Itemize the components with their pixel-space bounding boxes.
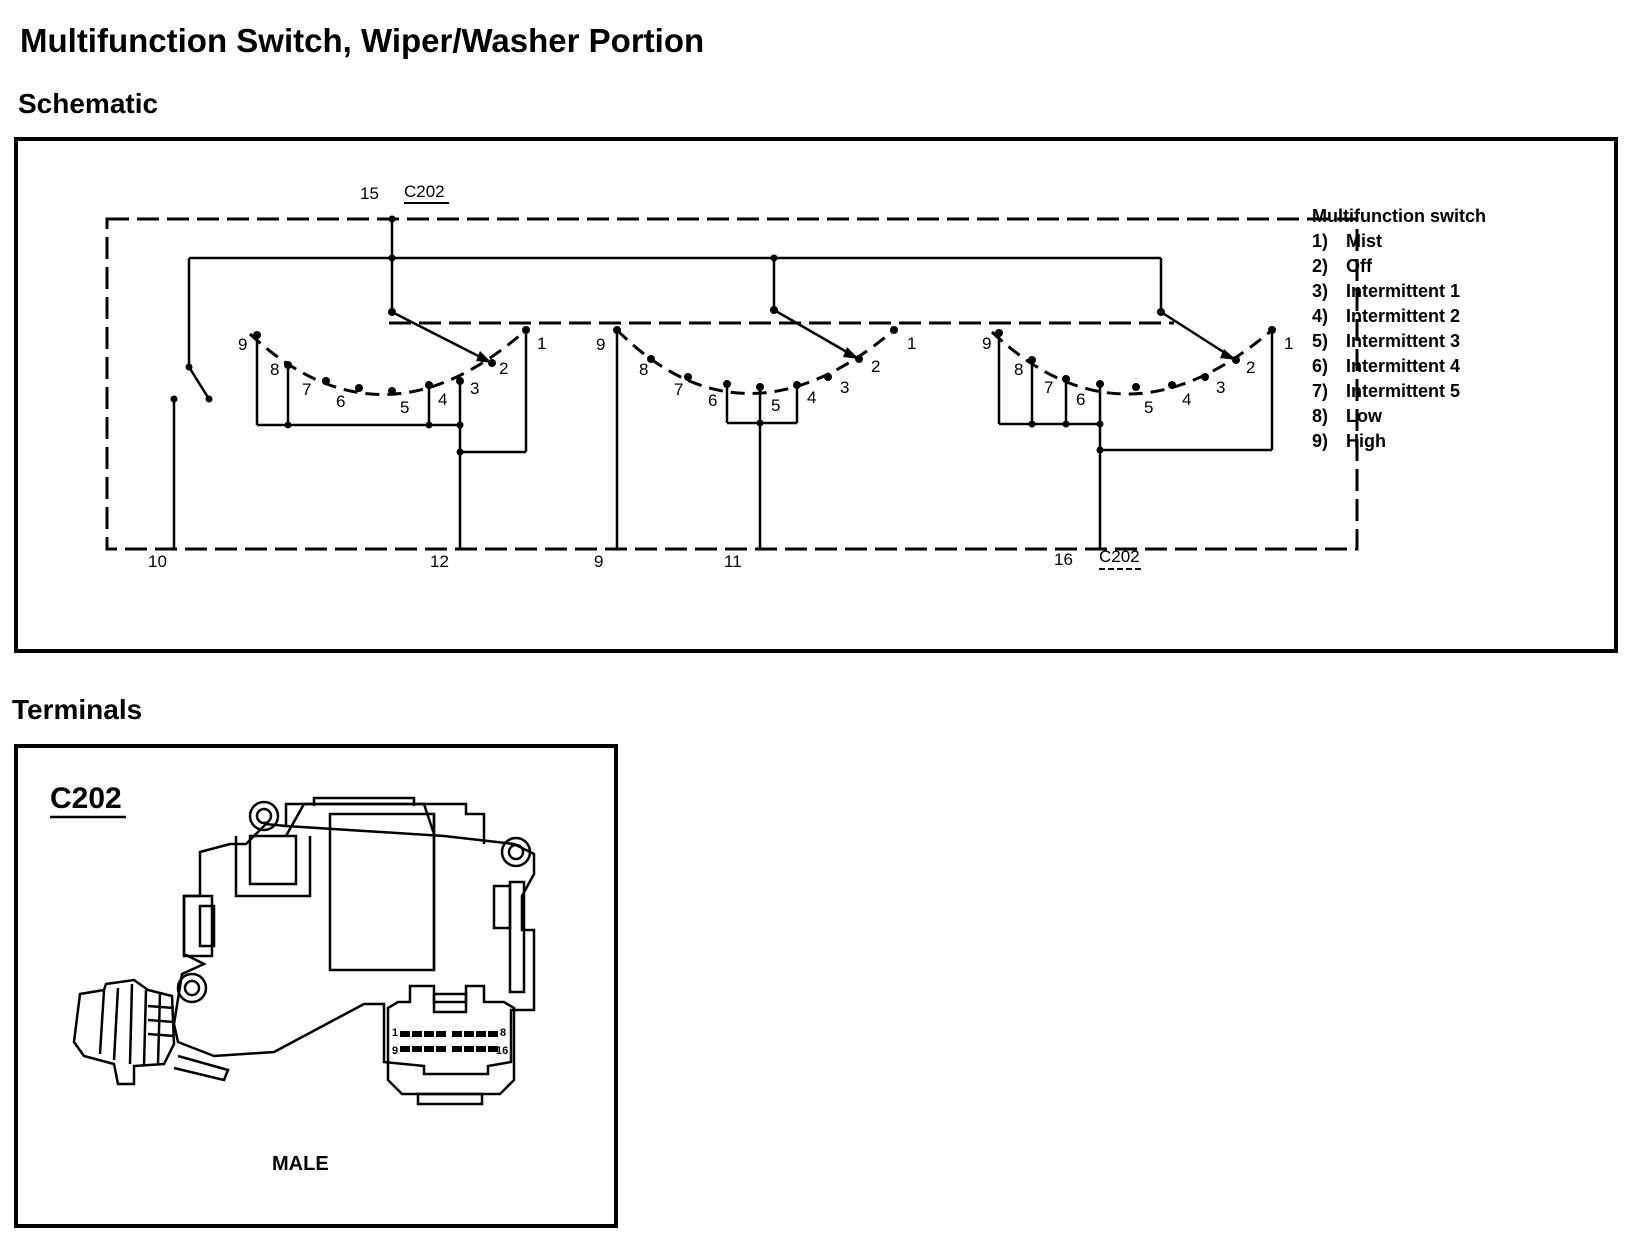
svg-text:4: 4: [438, 390, 447, 409]
pin-12: 12: [430, 552, 449, 571]
svg-text:Intermittent 4: Intermittent 4: [1346, 356, 1460, 376]
svg-text:6: 6: [708, 391, 717, 410]
legend: Multifunction switch 1) Mist 2) Off 3) Inte…: [1312, 206, 1486, 451]
terminals-connector-label: C202: [50, 782, 122, 815]
svg-text:4: 4: [1182, 390, 1191, 409]
svg-text:Intermittent 1: Intermittent 1: [1346, 281, 1460, 301]
svg-text:4): 4): [1312, 306, 1328, 326]
svg-text:2: 2: [871, 357, 880, 376]
terminals-heading: Terminals: [12, 694, 143, 725]
page-title: Multifunction Switch, Wiper/Washer Porti…: [20, 22, 705, 59]
svg-text:8: 8: [270, 360, 279, 379]
terminals-diagram: C202: [14, 744, 618, 1228]
pin-15: 15: [360, 184, 379, 203]
svg-text:7): 7): [1312, 381, 1328, 401]
svg-text:9): 9): [1312, 431, 1328, 451]
pin-16: 16: [1054, 550, 1073, 569]
terminals-frame: [14, 744, 618, 1228]
svg-text:9: 9: [238, 335, 247, 354]
svg-text:7: 7: [302, 380, 311, 399]
svg-text:5: 5: [1144, 398, 1153, 417]
svg-text:5): 5): [1312, 331, 1328, 351]
svg-text:Mist: Mist: [1346, 231, 1382, 251]
svg-text:3): 3): [1312, 281, 1328, 301]
svg-text:1: 1: [537, 334, 546, 353]
svg-text:6: 6: [1076, 390, 1085, 409]
switch-deck-1: 1 2 3 4 5 6 7 8 9: [238, 308, 546, 550]
svg-text:9: 9: [596, 335, 605, 354]
svg-text:1: 1: [392, 1027, 398, 1039]
pin-10: 10: [148, 552, 167, 571]
switch-housing-outline: [105, 217, 1359, 551]
connector-label-top: C202: [404, 182, 445, 201]
svg-text:Off: Off: [1346, 256, 1373, 276]
svg-text:Intermittent 3: Intermittent 3: [1346, 331, 1460, 351]
supply-bus: [172, 219, 1163, 550]
connector-body-drawing: [72, 796, 536, 1106]
switch-deck-3: 1 2 3 4 5 6 7 8 9: [982, 308, 1293, 550]
svg-text:5: 5: [400, 398, 409, 417]
schematic-frame: [14, 137, 1618, 653]
svg-text:Intermittent 5: Intermittent 5: [1346, 381, 1460, 401]
svg-text:1: 1: [1284, 334, 1293, 353]
svg-text:High: High: [1346, 431, 1386, 451]
svg-text:5: 5: [771, 396, 780, 415]
schematic-heading: Schematic: [18, 88, 159, 119]
schematic-diagram: 1 2 3 4 5 6 7 8 9: [14, 137, 1618, 653]
svg-text:4: 4: [807, 388, 816, 407]
pin-9: 9: [594, 552, 603, 571]
svg-text:16: 16: [496, 1045, 508, 1057]
svg-text:3: 3: [840, 378, 849, 397]
switch-deck-2: 1 2 3 4 5 6 7 8 9: [596, 306, 916, 550]
gender-label: MALE: [272, 1153, 329, 1175]
svg-text:1: 1: [907, 334, 916, 353]
svg-text:7: 7: [1044, 378, 1053, 397]
svg-text:7: 7: [674, 380, 683, 399]
svg-text:Multifunction switch: Multifunction switch: [1312, 206, 1486, 226]
svg-text:1): 1): [1312, 231, 1328, 251]
svg-text:8: 8: [500, 1027, 506, 1039]
svg-text:9: 9: [982, 334, 991, 353]
svg-text:6: 6: [336, 392, 345, 411]
connector-label-bottom: C202: [1099, 547, 1140, 566]
pin-11: 11: [724, 552, 742, 571]
svg-text:3: 3: [1216, 378, 1225, 397]
svg-text:2): 2): [1312, 256, 1328, 276]
svg-text:8): 8): [1312, 406, 1328, 426]
svg-text:Intermittent 2: Intermittent 2: [1346, 306, 1460, 326]
svg-text:2: 2: [1246, 358, 1255, 377]
svg-text:3: 3: [470, 379, 479, 398]
svg-text:2: 2: [499, 359, 508, 378]
svg-text:9: 9: [392, 1045, 398, 1057]
svg-text:8: 8: [1014, 360, 1023, 379]
svg-text:Low: Low: [1346, 406, 1383, 426]
terminal-cavities: [400, 1031, 498, 1052]
svg-text:8: 8: [639, 360, 648, 379]
svg-text:6): 6): [1312, 356, 1328, 376]
